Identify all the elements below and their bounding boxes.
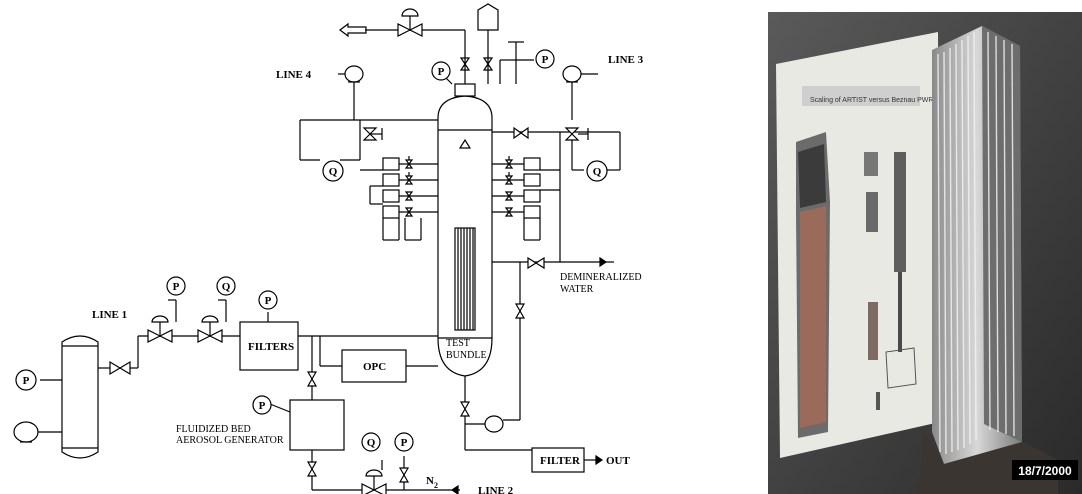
out-label: OUT: [606, 455, 631, 467]
pressure-gauge-generator: P: [259, 400, 266, 412]
right-sampling-bank: [492, 132, 560, 240]
pressure-gauge-top: P: [438, 66, 445, 78]
line-3-label: LINE 3: [608, 54, 644, 66]
line-1-label: LINE 1: [92, 309, 127, 321]
flow-meter-line2: Q: [367, 437, 376, 449]
pressure-gauge-top-right: P: [542, 54, 549, 66]
poster-title: Scaling of ARTIST versus Beznau PWR-SG: [810, 97, 946, 104]
n2-label: N2: [426, 475, 438, 490]
line-2-label: LINE 2: [478, 485, 514, 494]
process-flow-diagram: P P Q Q P Q P P P Q P LINE 4 LINE 3 LINE…: [0, 0, 760, 494]
pressure-gauge-line2: P: [401, 437, 408, 449]
test-bundle-label-2: BUNDLE: [446, 350, 487, 361]
test-bundle: [455, 228, 475, 330]
date-stamp: 18/7/2000: [1018, 464, 1072, 478]
flow-meter-left: Q: [329, 166, 338, 178]
opc-label: OPC: [363, 361, 386, 373]
test-bundle-label-1: TEST: [446, 338, 470, 349]
line-4-loop: [300, 66, 438, 160]
facility-photo: Scaling of ARTIST versus Beznau PWR-SG: [768, 12, 1082, 494]
pressure-gauge-tank: P: [23, 375, 30, 387]
pressure-gauge-filters: P: [265, 295, 272, 307]
bottom-outlet: [461, 376, 602, 472]
demineralized-water-label-1: DEMINERALIZED: [560, 272, 642, 283]
poster: Scaling of ARTIST versus Beznau PWR-SG: [776, 32, 946, 458]
flow-meter-right: Q: [593, 166, 602, 178]
filter-out-label: FILTER: [540, 455, 581, 467]
flow-meter-line1: Q: [222, 281, 231, 293]
fluidized-bed-label-2: AEROSOL GENERATOR: [176, 435, 284, 446]
line-3-loop: [492, 66, 620, 170]
fluidized-bed-label-1: FLUIDIZED BED: [176, 424, 251, 435]
filters-label: FILTERS: [248, 341, 294, 353]
pressure-gauge-line1-a: P: [173, 281, 180, 293]
left-sampling-bank: [360, 156, 438, 240]
demineralized-water-inlet: [492, 190, 614, 420]
demineralized-water-label-2: WATER: [560, 284, 594, 295]
line-4-label: LINE 4: [276, 69, 312, 81]
